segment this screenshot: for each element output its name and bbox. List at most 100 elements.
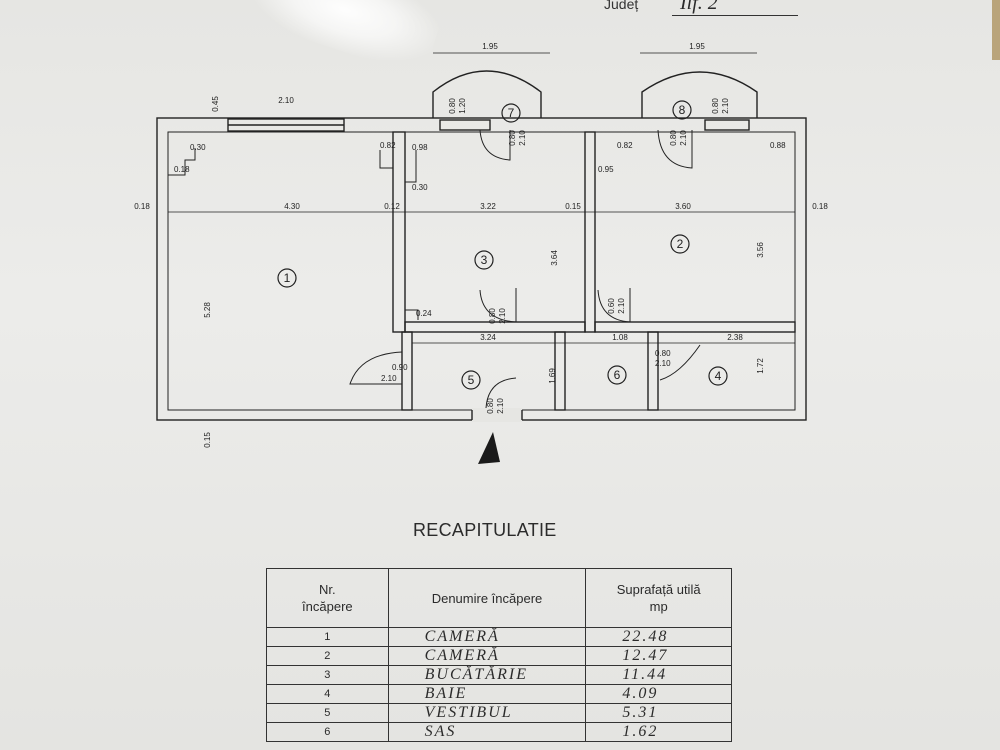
table-row: 4 BAIE 4.09 [266, 684, 732, 704]
dim-room5-h: 1.69 [548, 368, 557, 384]
room-label-8: 8 [679, 103, 686, 117]
row-name: BUCĂTĂRIE [387, 665, 587, 685]
dim-wall-mid1: 0.12 [384, 202, 400, 211]
balcony-8 [641, 71, 758, 118]
dim-room6-w: 1.08 [612, 333, 628, 342]
wall-1-5 [401, 331, 413, 411]
room-labels: 1 2 3 4 5 6 7 8 [277, 100, 728, 390]
dim-small-d: 0.82 [617, 141, 633, 150]
dim-small-c: 0.95 [598, 165, 614, 174]
wall-5-6 [554, 331, 566, 411]
room-label-3: 3 [481, 253, 488, 267]
dim-small-i: 0.88 [770, 141, 786, 150]
dim-door3b: 2.10 [498, 308, 507, 324]
dim-top-w2: 1.95 [689, 42, 705, 51]
dim-door3a: 0.80 [488, 308, 497, 324]
dim-win8b: 2.10 [721, 98, 730, 114]
room-label-5: 5 [468, 373, 475, 387]
dim-wall-r: 0.18 [812, 202, 828, 211]
row-name: CAMERĂ [387, 627, 587, 647]
wall-6-4 [647, 331, 659, 411]
wall-1-3 [392, 131, 406, 333]
dim-small-a: 0.98 [412, 143, 428, 152]
dim-wall-mid2: 0.15 [565, 202, 581, 211]
row-nr: 3 [266, 665, 389, 685]
dim-room4-h: 1.72 [756, 358, 765, 374]
row-nr: 4 [266, 684, 389, 704]
dim-door6a: 0.80 [655, 349, 671, 358]
judet-label: Județ [604, 0, 639, 12]
header-name: Denumire încăpere [387, 568, 587, 628]
row-name: SAS [387, 722, 587, 742]
recap-title: RECAPITULATIE [413, 520, 557, 540]
dim-door8a: 0.80 [669, 130, 678, 146]
row-nr: 5 [266, 703, 389, 723]
dim-wall-l: 0.18 [134, 202, 150, 211]
row-area: 4.09 [585, 684, 732, 704]
dim-room2-h: 3.56 [756, 242, 765, 258]
room-label-7: 7 [508, 106, 515, 120]
dim-top-w1: 1.95 [482, 42, 498, 51]
table-row: 2 CAMERĂ 12.47 [266, 646, 732, 666]
wall-2-4 [594, 321, 796, 333]
page-edge [992, 0, 1000, 60]
dim-door7b: 2.10 [518, 130, 527, 146]
judet-value: Ilf. 2 [672, 0, 798, 16]
dim-door5a: 0.90 [392, 363, 408, 372]
room-label-2: 2 [677, 237, 684, 251]
dim-room1-h: 5.28 [203, 302, 212, 318]
row-nr: 1 [266, 627, 389, 647]
recap-header-row: Nr. încăpere Denumire încăpere Suprafață… [266, 568, 732, 628]
wall-3-5 [404, 321, 586, 333]
row-name: BAIE [387, 684, 587, 704]
table-row: 6 SAS 1.62 [266, 722, 732, 742]
row-area: 22.48 [585, 627, 732, 647]
dim-room3-w: 3.22 [480, 202, 496, 211]
dim-room1-w: 4.30 [284, 202, 300, 211]
row-name: CAMERĂ [387, 646, 587, 666]
balcony-7 [432, 70, 542, 118]
dim-wall-top: 0.45 [211, 96, 220, 112]
recap-table: Nr. încăpere Denumire încăpere Suprafață… [266, 568, 732, 742]
wall-3-2 [584, 131, 596, 333]
dim-win7b: 1.20 [458, 98, 467, 114]
dim-room3-h: 3.64 [550, 250, 559, 266]
floor-plan: 1 2 3 4 5 6 7 8 1.95 1.95 4.30 3.22 3.60… [134, 42, 828, 464]
dim-door-entrance-b: 2.10 [496, 398, 505, 414]
row-nr: 2 [266, 646, 389, 666]
dim-win8a: 0.80 [711, 98, 720, 114]
table-row: 1 CAMERĂ 22.48 [266, 627, 732, 647]
room-label-1: 1 [284, 271, 291, 285]
dim-small-e: 0.24 [416, 309, 432, 318]
row-area: 5.31 [585, 703, 732, 723]
room-label-4: 4 [715, 369, 722, 383]
row-area: 11.44 [585, 665, 732, 685]
header-area: Suprafață utilă mp [585, 568, 732, 628]
row-area: 12.47 [585, 646, 732, 666]
dimension-labels: 1.95 1.95 4.30 3.22 3.60 0.18 0.18 0.12 … [134, 42, 828, 448]
header-nr: Nr. încăpere [266, 568, 389, 628]
row-nr: 6 [266, 722, 389, 742]
dim-door-entrance-a: 0.80 [486, 398, 495, 414]
room-label-6: 6 [614, 368, 621, 382]
dim-small-b: 0.30 [412, 183, 428, 192]
dim-door5b: 2.10 [381, 374, 397, 383]
table-row: 3 BUCĂTĂRIE 11.44 [266, 665, 732, 685]
outer-wall-inner [167, 131, 796, 411]
dim-door2b: 2.10 [617, 298, 626, 314]
dim-door2a: 0.60 [607, 298, 616, 314]
dim-small-j: 0.82 [380, 141, 396, 150]
row-name: VESTIBUL [387, 703, 587, 723]
dim-small-f: 0.18 [174, 165, 190, 174]
dim-room4-w: 2.38 [727, 333, 743, 342]
dim-win1: 2.10 [278, 96, 294, 105]
dim-door8b: 2.10 [679, 130, 688, 146]
table-row: 5 VESTIBUL 5.31 [266, 703, 732, 723]
dim-room2-w: 3.60 [675, 202, 691, 211]
dim-small-g: 0.30 [190, 143, 206, 152]
dim-door6b: 2.10 [655, 359, 671, 368]
dim-door7a: 0.80 [508, 130, 517, 146]
dim-wall-bottom: 0.15 [203, 432, 212, 448]
entrance-arrow-icon [478, 432, 500, 464]
